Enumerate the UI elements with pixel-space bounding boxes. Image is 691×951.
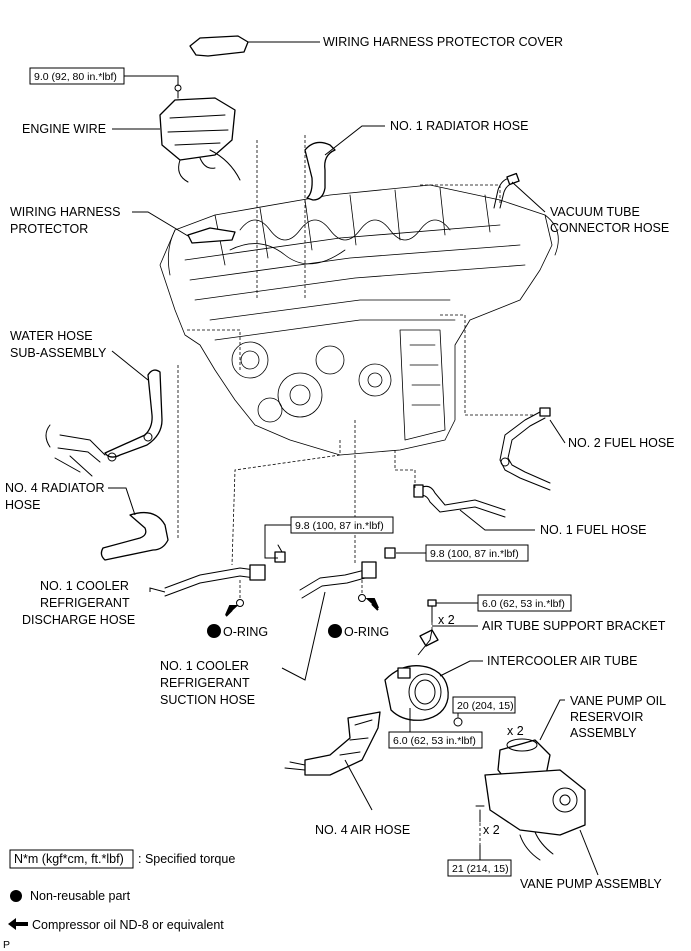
label-o-ring-right: O-RING [344,625,389,639]
label-wh-protector-line1: WIRING HARNESS [10,205,120,219]
engine-wire [159,84,241,183]
label-no4-radiator-line2: HOSE [5,498,40,512]
label-engine-wire: ENGINE WIRE [22,122,106,136]
torque-suction-bolt: 9.8 (100, 87 in.*lbf) [425,544,529,562]
nonreusable-legend-icon [10,890,22,902]
no4-radiator-hose [100,511,169,561]
label-wiring-harness-protector-cover: WIRING HARNESS PROTECTOR COVER [323,35,563,49]
legend-torque-units: N*m (kgf*cm, ft.*lbf) [14,852,124,866]
legend-nonreusable: Non-reusable part [30,889,131,903]
torque-bracket-bolt: 6.0 (62, 53 in.*lbf) [477,594,572,612]
svg-text:9.0 (92, 80 in.*lbf): 9.0 (92, 80 in.*lbf) [34,71,117,83]
oil-arrow-right-icon [365,598,379,611]
svg-text:6.0 (62, 53 in.*lbf): 6.0 (62, 53 in.*lbf) [393,735,476,747]
legend-torque-box [9,849,134,869]
nonreusable-dot-right-icon [328,624,342,638]
label-x2-bracket: x 2 [438,613,455,627]
no4-air-hose [284,711,381,776]
wiring-harness-protector [187,227,236,244]
no2-fuel-hose [499,407,551,491]
no1-cooler-refrigerant-discharge-hose [164,544,286,597]
water-hose-sub-assembly [45,369,163,477]
label-x2-reservoir: x 2 [507,724,524,738]
label-vacuum-tube-line2: CONNECTOR HOSE [550,221,669,235]
label-no4-radiator-line1: NO. 4 RADIATOR [5,481,105,495]
legend-torque-text: : Specified torque [138,852,235,866]
intercooler-air-tube [384,665,449,721]
vane-pump-assembly [484,769,586,861]
no1-radiator-hose [304,141,336,201]
label-discharge-line3: DISCHARGE HOSE [22,613,135,627]
no1-fuel-hose [413,484,506,518]
vane-pump-bolt [475,805,485,823]
label-water-hose-line1: WATER HOSE [10,329,93,343]
label-vane-reservoir-line2: RESERVOIR [570,710,643,724]
label-wh-protector-line2: PROTECTOR [10,222,88,236]
torque-reservoir-nut: 20 (204, 15) [452,696,516,714]
label-no1-radiator-hose: NO. 1 RADIATOR HOSE [390,119,528,133]
label-vacuum-tube-line1: VACUUM TUBE [550,205,640,219]
label-suction-line2: REFRIGERANT [160,676,250,690]
torque-air-tube-bolt: 6.0 (62, 53 in.*lbf) [388,731,483,749]
svg-text:9.8 (100, 87 in.*lbf): 9.8 (100, 87 in.*lbf) [295,520,384,532]
o-ring-right-part [358,594,366,602]
svg-text:9.8 (100, 87 in.*lbf): 9.8 (100, 87 in.*lbf) [430,548,519,560]
label-intercooler-air-tube: INTERCOOLER AIR TUBE [487,654,638,668]
label-x2-pump: x 2 [483,823,500,837]
nonreusable-dot-left-icon [207,624,221,638]
label-vane-pump-assembly: VANE PUMP ASSEMBLY [520,877,662,891]
corner-code: P [3,939,10,951]
legend: N*m (kgf*cm, ft.*lbf) : Specified torque… [3,849,235,951]
vacuum-tube-connector-hose [493,172,520,209]
engine-assembly-drawing [159,184,559,456]
label-no4-air-hose: NO. 4 AIR HOSE [315,823,410,837]
label-no1-fuel-hose: NO. 1 FUEL HOSE [540,523,647,537]
label-o-ring-left: O-RING [223,625,268,639]
svg-text:20 (204, 15): 20 (204, 15) [457,700,514,712]
oil-legend-arrow-icon [8,918,28,930]
air-tube-support-bracket [419,599,439,647]
reservoir-nut [453,717,463,727]
label-discharge-line2: REFRIGERANT [40,596,130,610]
torque-discharge-bolt: 9.8 (100, 87 in.*lbf) [290,516,394,534]
svg-text:6.0 (62, 53 in.*lbf): 6.0 (62, 53 in.*lbf) [482,598,565,610]
label-air-tube-support-bracket: AIR TUBE SUPPORT BRACKET [482,619,666,633]
no1-cooler-refrigerant-suction-hose [299,547,396,599]
wiring-harness-protector-cover [189,35,249,57]
label-no2-fuel-hose: NO. 2 FUEL HOSE [568,436,675,450]
label-discharge-line1: NO. 1 COOLER [40,579,129,593]
label-vane-reservoir-line3: ASSEMBLY [570,726,637,740]
legend-oil: Compressor oil ND-8 or equivalent [32,918,224,932]
label-vane-reservoir-line1: VANE PUMP OIL [570,694,666,708]
label-water-hose-line2: SUB-ASSEMBLY [10,346,107,360]
torque-vane-pump-bolt: 21 (214, 15) [447,859,512,877]
label-suction-line3: SUCTION HOSE [160,693,255,707]
oil-arrow-left-icon [225,605,239,617]
label-suction-line1: NO. 1 COOLER [160,659,249,673]
svg-text:21 (214, 15): 21 (214, 15) [452,863,509,875]
torque-engine-wire: 9.0 (92, 80 in.*lbf) [29,67,125,85]
o-ring-left-part [236,599,244,607]
